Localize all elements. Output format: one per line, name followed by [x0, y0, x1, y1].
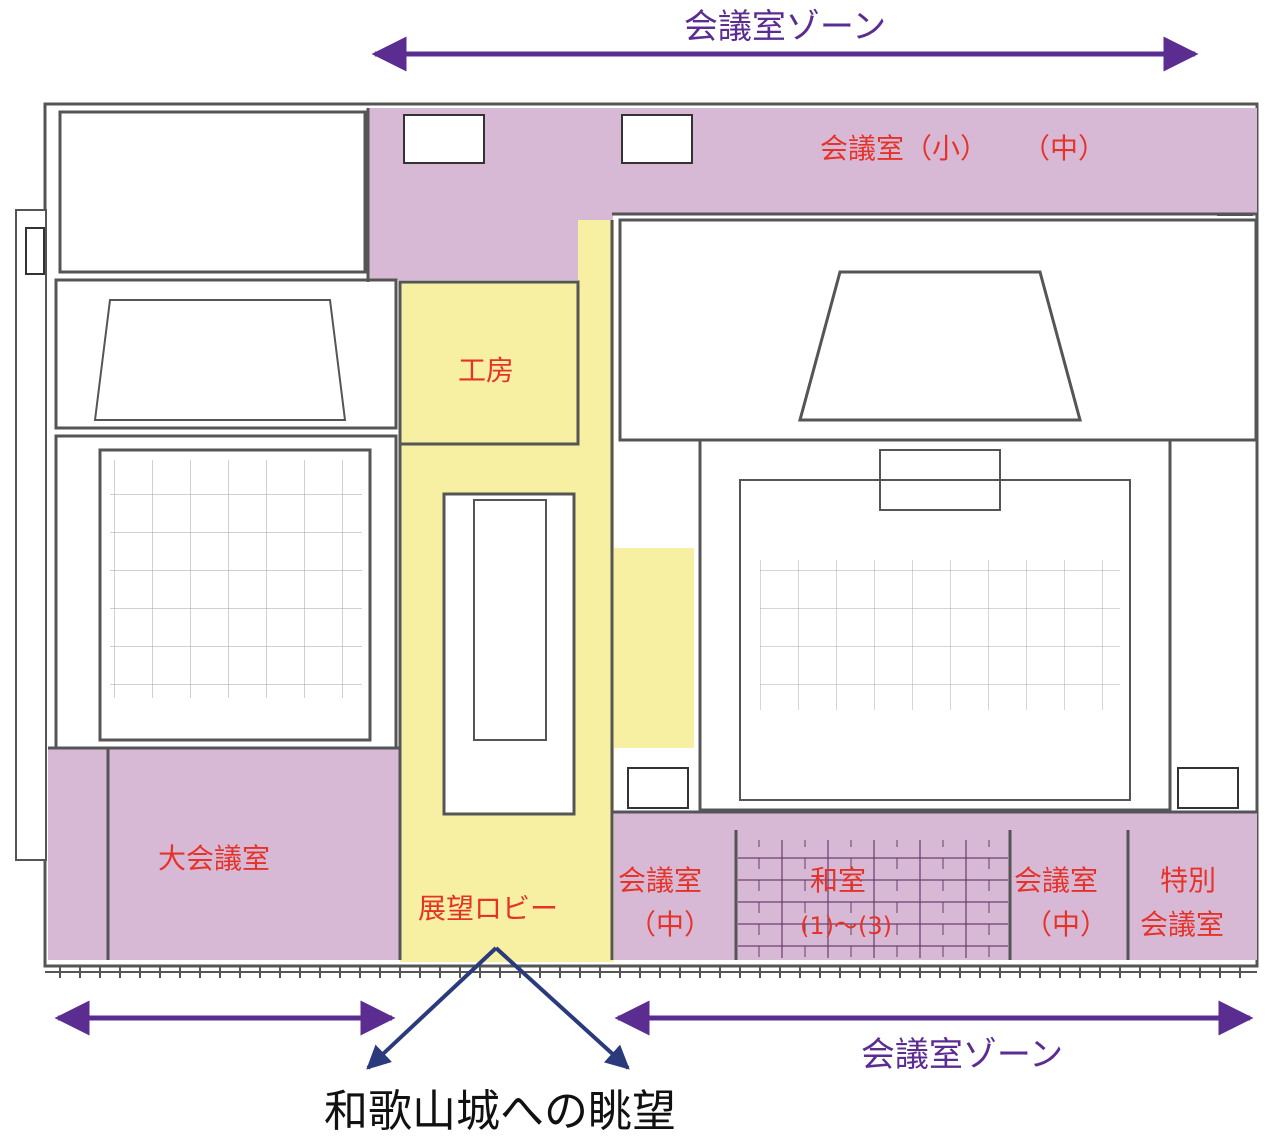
- top-zone-label: 会議室ゾーン: [684, 7, 886, 47]
- label-japanese-room-1: 和室: [810, 864, 866, 897]
- label-workshop: 工房: [458, 354, 514, 387]
- label-japanese-room-2: (1)～(3): [800, 912, 892, 940]
- label-large-conf: 大会議室: [158, 842, 270, 875]
- label-conf-medium-left-2: （中）: [628, 908, 712, 941]
- view-arrows: [366, 946, 630, 1070]
- bottom-ruler: [45, 966, 1257, 978]
- right-hall-seating: [760, 560, 1120, 710]
- view-label: 和歌山城への眺望: [324, 1086, 676, 1137]
- label-lobby: 展望ロビー: [418, 892, 558, 925]
- walls: [48, 108, 1258, 960]
- left-hall-seating: [110, 460, 362, 698]
- label-conf-small: 会議室（小）: [820, 132, 988, 165]
- bottom-room-dividers: [106, 748, 1130, 960]
- label-conf-medium-top: （中）: [1022, 132, 1106, 165]
- label-special-conf-2: 会議室: [1140, 908, 1224, 941]
- left-side-strip: [15, 209, 47, 861]
- label-special-conf-1: 特別: [1160, 864, 1216, 897]
- tatami-area: [738, 840, 1008, 958]
- label-conf-medium-right-1: 会議室: [1014, 864, 1098, 897]
- bottom-zone-label: 会議室ゾーン: [861, 1035, 1063, 1075]
- meeting-zone-top: [368, 108, 1257, 280]
- label-conf-medium-right-2: （中）: [1024, 908, 1108, 941]
- stair-blocks: [25, 114, 1239, 809]
- label-conf-medium-left-1: 会議室: [618, 864, 702, 897]
